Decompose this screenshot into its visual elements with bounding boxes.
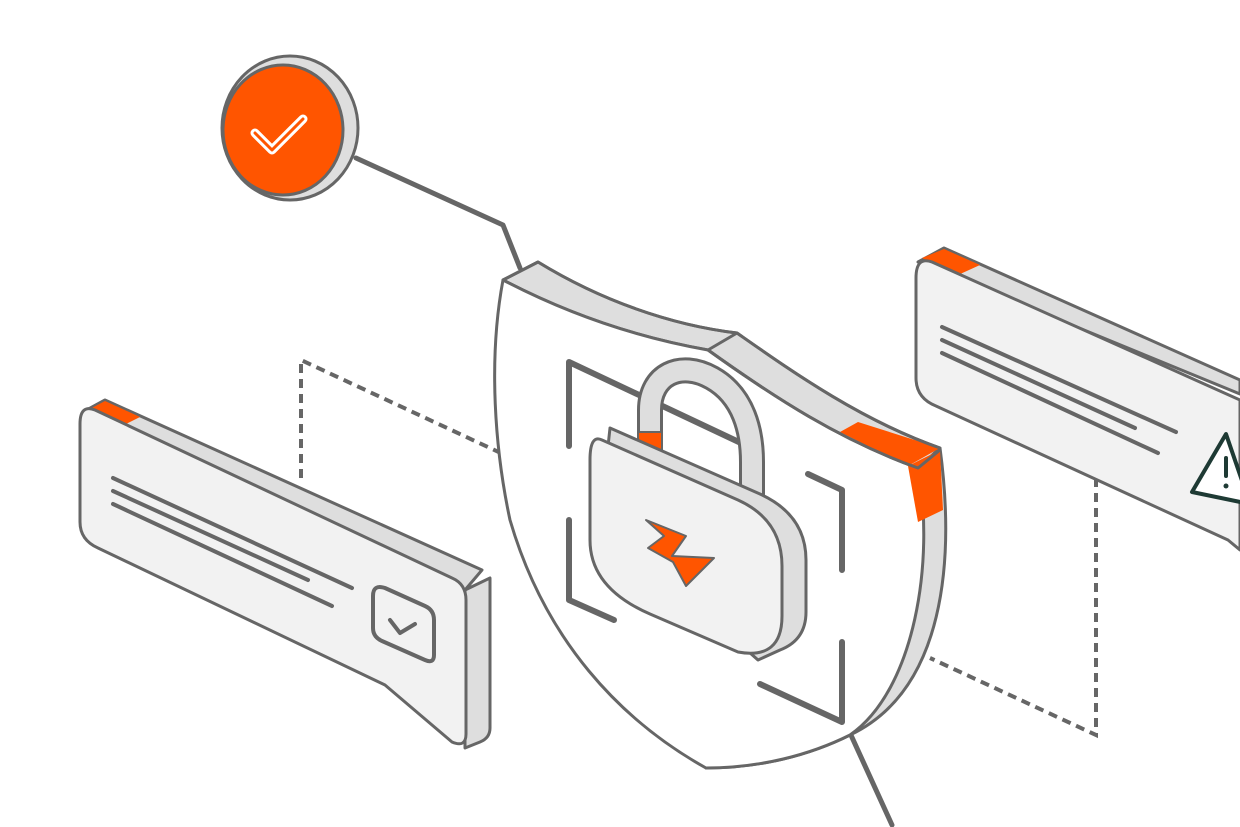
focus-frame: [566, 359, 845, 725]
check-badge: [220, 54, 360, 202]
right-card-face: [914, 259, 1240, 552]
right-notification-card: [914, 246, 1240, 552]
padlock-body-face: [588, 437, 784, 655]
left-notification-card: [78, 398, 492, 750]
connector-lines: [353, 155, 895, 827]
right-dashed-guide: [929, 478, 1098, 739]
warning-icon: [1190, 432, 1240, 504]
badge-connector: [353, 155, 523, 271]
left-card-accent: [88, 401, 140, 426]
shield-accent-top: [840, 422, 940, 466]
left-card-side: [463, 576, 492, 750]
left-card-face: [78, 407, 468, 746]
left-card-text-lines: [111, 476, 354, 608]
bottom-connector: [842, 719, 895, 827]
padlock: [588, 357, 808, 662]
right-card-text-lines: [940, 325, 1178, 455]
dashed-guides: [299, 356, 1098, 739]
right-card-accent: [922, 249, 980, 275]
left-dashed-guide: [299, 356, 506, 478]
checkbox-icon: [371, 585, 436, 664]
hourglass-icon: [645, 519, 715, 587]
badge-face: [221, 63, 345, 197]
